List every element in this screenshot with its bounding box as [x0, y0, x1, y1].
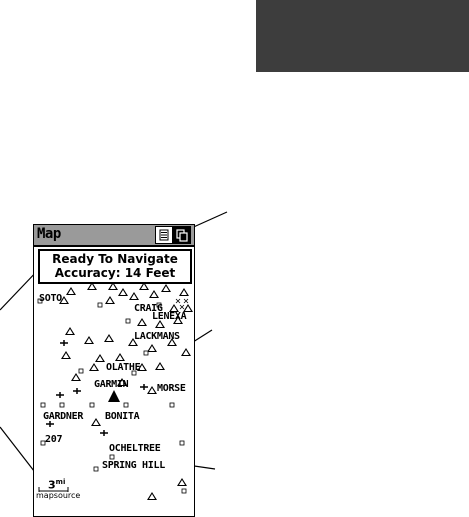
place-label: LENEXA — [152, 311, 186, 322]
place-label: GARDNER — [43, 411, 83, 422]
place-label: SPRING HILL — [102, 460, 165, 471]
place-label: MORSE — [157, 383, 186, 394]
place-label: OCHELTREE — [109, 443, 161, 454]
scale-unit: mi — [56, 478, 66, 486]
gps-device-screen: Map Ready To Navigate Accuracy: 14 Feet — [33, 224, 195, 517]
position-arrow-icon — [108, 390, 120, 402]
place-label: GARMIN — [94, 379, 128, 390]
place-label: BONITA — [105, 411, 139, 422]
place-label: LACKMANS — [134, 331, 180, 342]
place-label: 207 — [45, 434, 62, 445]
place-label: OLATHE — [106, 362, 140, 373]
brand-mapsource: mapsource — [36, 491, 80, 500]
place-label: SOTO — [39, 293, 62, 304]
